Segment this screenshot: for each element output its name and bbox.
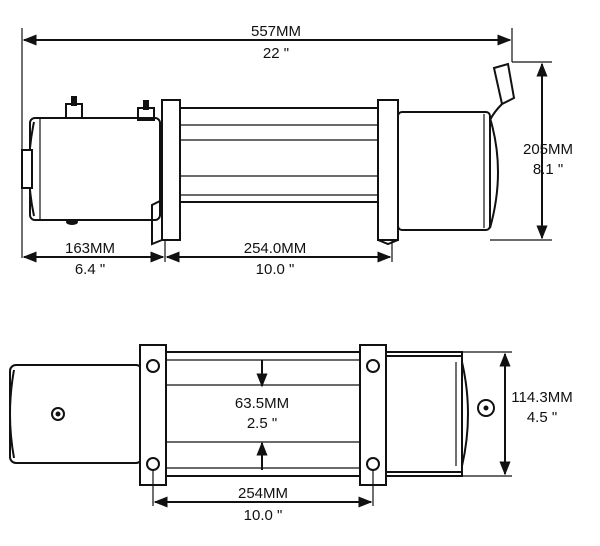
overall-width-in: 4.5 " [527,409,557,426]
height-in: 8.1 " [533,161,563,178]
clutch-lever [489,62,516,121]
left-bracket-top [139,344,167,486]
motor-housing [21,117,161,221]
drum-tube [179,107,381,203]
bolt-spacing-length-mm: 254MM [238,485,288,502]
right-bracket-top [359,344,387,486]
drum-span-in: 10.0 " [256,261,295,278]
bolt-spacing-length-in: 10.0 " [244,507,283,524]
terminal-posts [65,96,155,225]
side-view: 557MM 22 " 205MM 8.1 " 163MM 6.4 " 254.0… [21,23,573,278]
right-mounting-bracket [377,99,399,246]
overall-length-mm: 557MM [251,23,301,40]
drum-span-mm: 254.0MM [244,240,307,257]
clutch-knob-top [477,399,495,417]
motor-length-mm: 163MM [65,240,115,257]
gearbox-housing [397,111,499,231]
overall-width-mm: 114.3MM [511,389,572,406]
motor-housing-top [9,364,143,464]
top-view: 63.5MM 2.5 " 114.3MM 4.5 " 254MM 10.0 " [9,344,573,524]
bolt-spacing-width-in: 2.5 " [247,415,277,432]
overall-length-in: 22 " [263,45,289,62]
left-mounting-bracket [151,99,181,246]
bolt-spacing-width-mm: 63.5MM [235,395,289,412]
motor-length-in: 6.4 " [75,261,105,278]
gearbox-end-top [385,355,469,473]
height-mm: 205MM [523,141,573,158]
